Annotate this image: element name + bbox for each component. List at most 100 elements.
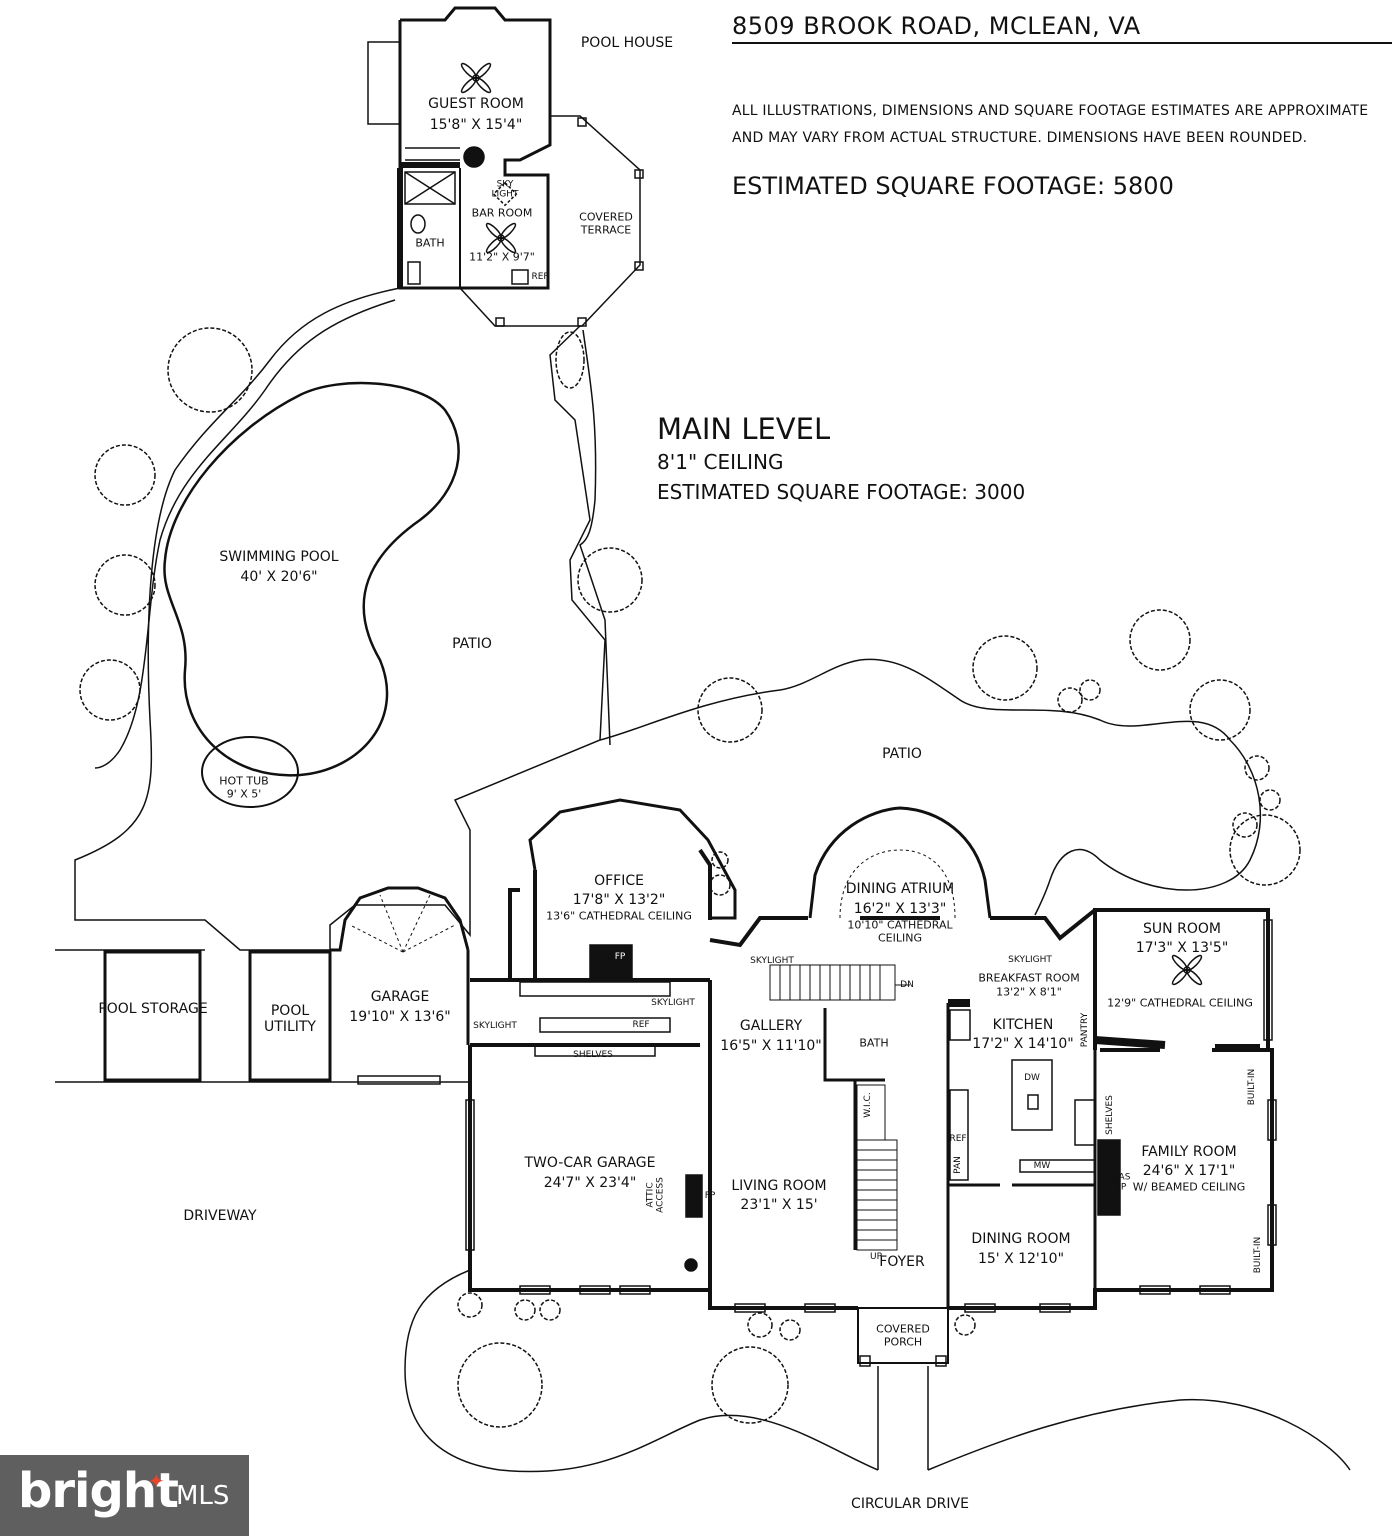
label-driveway: DRIVEWAY [183, 1207, 257, 1224]
label-fp-office: FP [614, 951, 626, 962]
pool-patio-outline [74, 287, 606, 951]
label-sun-room: SUN ROOM [1143, 920, 1221, 937]
label-pool-house: POOL HOUSE [580, 34, 674, 51]
label-shelves-kitchen: SHELVES [1104, 1095, 1115, 1135]
label-gallery: GALLERY [739, 1017, 803, 1034]
windows [465, 919, 1277, 1313]
label-living-room-dim: 23'1" X 15' [740, 1196, 818, 1213]
mudroom-shelves [519, 981, 671, 1057]
label-attic-access: ATTIC ACCESS [645, 1177, 666, 1213]
label-swimming-pool: SWIMMING POOL [219, 548, 339, 565]
label-dining-atrium: DINING ATRIUM [845, 880, 955, 897]
label-down: DN [900, 979, 914, 990]
label-bar-room-dim: 11'2" X 9'7" [469, 250, 535, 264]
label-hot-tub-dim: 9' X 5' [226, 787, 262, 801]
label-covered-terrace: COVERED TERRACE [579, 210, 633, 236]
label-two-car-garage: TWO-CAR GARAGE [524, 1154, 656, 1171]
label-sun-room-ceiling: 12'9" CATHEDRAL CEILING [1107, 996, 1253, 1010]
label-ref-mudroom: REF [632, 1019, 650, 1030]
label-dining-atrium-dim: 16'2" X 13'3" [853, 900, 947, 917]
label-family-room: FAMILY ROOM [1141, 1143, 1237, 1160]
pool-walkway-line [94, 299, 396, 769]
label-skylight-breakfast: SKYLIGHT [1008, 954, 1052, 965]
fireplace-office [589, 944, 633, 982]
label-living-room: LIVING ROOM [731, 1177, 827, 1194]
label-sky-light: SKY LIGHT [491, 179, 519, 200]
label-dining-room: DINING ROOM [971, 1230, 1071, 1247]
fireplace-family [1097, 1139, 1121, 1216]
label-ref-kitchen: REF [949, 1133, 967, 1144]
label-covered-porch: COVERED PORCH [876, 1322, 930, 1348]
logo-brand: bright [18, 1463, 179, 1519]
label-gallery-dim: 16'5" X 11'10" [720, 1037, 822, 1054]
label-family-room-dim: 24'6" X 17'1" [1142, 1162, 1236, 1179]
label-dishwasher: DW [1024, 1072, 1040, 1083]
label-office-ceiling: 13'6" CATHEDRAL CEILING [546, 909, 692, 923]
dining-atrium-arch [808, 806, 992, 919]
property-address: 8509 BROOK ROAD, MCLEAN, VA [732, 12, 1141, 40]
label-bath-main: BATH [859, 1036, 889, 1050]
logo-suffix: MLS [176, 1481, 230, 1511]
label-hot-tub: HOT TUB [219, 774, 269, 788]
water-heater [684, 1258, 698, 1272]
label-guest-room-dim: 15'8" X 15'4" [429, 116, 523, 133]
pool-house-walls [367, 6, 644, 327]
ceiling-fan-guest-room [460, 62, 492, 94]
label-kitchen-dim: 17'2" X 14'10" [972, 1035, 1074, 1052]
header-rule [732, 42, 1392, 44]
label-family-room-ceiling: W/ BEAMED CEILING [1132, 1180, 1246, 1194]
label-patio-pool: PATIO [452, 635, 492, 652]
label-shelves-mudroom: SHELVES [573, 1049, 613, 1060]
label-two-car-garage-dim: 24'7" X 23'4" [543, 1174, 637, 1191]
label-fp-living: FP [704, 1190, 716, 1201]
label-built-in-lower: BUILT-IN [1252, 1236, 1263, 1274]
office-bay [528, 798, 737, 920]
label-patio-main: PATIO [882, 745, 922, 762]
disclaimer-line-2: AND MAY VARY FROM ACTUAL STRUCTURE. DIME… [732, 130, 1308, 146]
label-guest-room: GUEST ROOM [428, 95, 524, 112]
label-bath-pool-house: BATH [415, 236, 445, 250]
ceiling-fan-bar-room [485, 222, 517, 254]
logo-star-icon: ✦ [148, 1469, 165, 1493]
label-swimming-pool-dim: 40' X 20'6" [240, 568, 318, 585]
label-office-dim: 17'8" X 13'2" [572, 891, 666, 908]
label-skylight-mudroom: SKYLIGHT [473, 1020, 517, 1031]
fireplace-living [685, 1174, 703, 1218]
bright-mls-logo: bright ✦ MLS [0, 1455, 249, 1536]
level-name: MAIN LEVEL [657, 412, 831, 446]
label-pan: PAN [952, 1156, 963, 1174]
label-bar-room: BAR ROOM [471, 206, 533, 220]
label-microwave: MW [1033, 1160, 1051, 1171]
label-garage: GARAGE [370, 988, 430, 1005]
disclaimer-line-1: ALL ILLUSTRATIONS, DIMENSIONS AND SQUARE… [732, 103, 1369, 119]
hot-tub [201, 736, 299, 808]
label-office: OFFICE [594, 872, 644, 889]
swimming-pool [163, 381, 460, 777]
label-built-in-upper: BUILT-IN [1246, 1068, 1257, 1106]
label-gas-fp: GAS FP [1111, 1172, 1131, 1193]
interior-walls [823, 999, 1260, 1308]
label-dining-atrium-ceiling: 10'10" CATHEDRAL CEILING [847, 918, 953, 944]
label-pantry: PANTRY [1079, 1012, 1090, 1048]
label-breakfast-room-dim: 13'2" X 8'1" [996, 985, 1062, 999]
label-ref-pool-house: REF [531, 271, 549, 282]
covered-porch [857, 1307, 949, 1470]
circular-drive-outline [404, 1269, 879, 1473]
main-staircase [856, 1084, 898, 1251]
level-square-footage: ESTIMATED SQUARE FOOTAGE: 3000 [657, 480, 1026, 504]
label-kitchen: KITCHEN [992, 1016, 1054, 1033]
level-ceiling: 8'1" CEILING [657, 450, 784, 474]
label-pool-storage: POOL STORAGE [98, 1000, 208, 1017]
total-square-footage: ESTIMATED SQUARE FOOTAGE: 5800 [732, 172, 1174, 200]
kitchen-fixtures [949, 1009, 1096, 1181]
label-breakfast-room: BREAKFAST ROOM [978, 971, 1080, 985]
gallery-staircase [769, 964, 910, 1001]
label-garage-dim: 19'10" X 13'6" [349, 1008, 451, 1025]
label-skylight-gallery: SKYLIGHT [750, 955, 794, 966]
label-walk-in-closet: W.I.C. [862, 1092, 873, 1118]
label-pool-utility: POOL UTILITY [264, 1002, 316, 1035]
label-skylight-hall: SKYLIGHT [651, 997, 695, 1008]
label-circular-drive: CIRCULAR DRIVE [851, 1495, 969, 1512]
main-patio-outline [599, 658, 1262, 916]
